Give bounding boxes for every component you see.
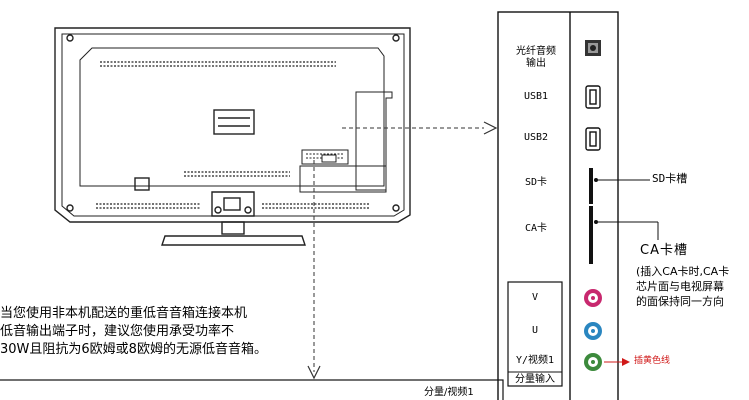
yellow-cable-callout: 插黄色线 <box>634 356 671 366</box>
optical-port <box>585 40 601 56</box>
y-jack <box>584 353 602 371</box>
subwoofer-note-line-3: 30W且阻抗为6欧姆或8欧姆的无源低音音箱。 <box>0 342 267 357</box>
tv-back <box>54 27 411 246</box>
usb1-port <box>585 85 601 109</box>
v-jack <box>584 289 602 307</box>
ca-slot-title: CA卡槽 <box>640 243 688 258</box>
sd-slot <box>589 168 593 204</box>
leader-arrow <box>483 121 498 135</box>
subwoofer-note-line-2: 低音输出端子时，建议您使用承受功率不 <box>0 324 235 339</box>
usb2-label: USB2 <box>523 132 549 143</box>
ca-card-label: CA卡 <box>524 223 548 234</box>
component-u-label: U <box>531 325 539 336</box>
component-input-label: 分量输入 <box>515 374 555 385</box>
subwoofer-note-line-1: 当您使用非本机配送的重低音音箱连接本机 <box>0 306 248 321</box>
u-jack <box>584 322 602 340</box>
component-y-label: Y/视频1 <box>515 355 555 366</box>
spec-box <box>0 379 504 400</box>
usb1-label: USB1 <box>523 91 549 102</box>
connection-panel <box>497 11 619 400</box>
optical-audio-label: 光纤音频 输出 <box>516 46 556 69</box>
sd-slot-callout-label: SD卡槽 <box>652 172 688 185</box>
yellow-callout-arrow <box>622 358 630 366</box>
vent-slots <box>96 61 370 209</box>
ca-slot-note-3: 的面保持同一方向 <box>636 295 724 308</box>
ca-slot <box>589 206 593 264</box>
note-leader-arrow <box>307 365 321 380</box>
usb2-port <box>585 127 601 151</box>
sd-callout-dot <box>594 178 598 182</box>
component-v-label: V <box>531 292 539 303</box>
sd-card-label: SD卡 <box>524 177 548 188</box>
ca-slot-note-1: (插入CA卡时,CA卡 <box>636 265 730 278</box>
ca-callout-dot <box>594 220 598 224</box>
tv-connector-bay <box>299 91 393 193</box>
component-video-footer-label: 分量/视频1 <box>424 387 474 398</box>
ca-slot-note-2: 芯片面与电视屏幕 <box>636 280 724 293</box>
